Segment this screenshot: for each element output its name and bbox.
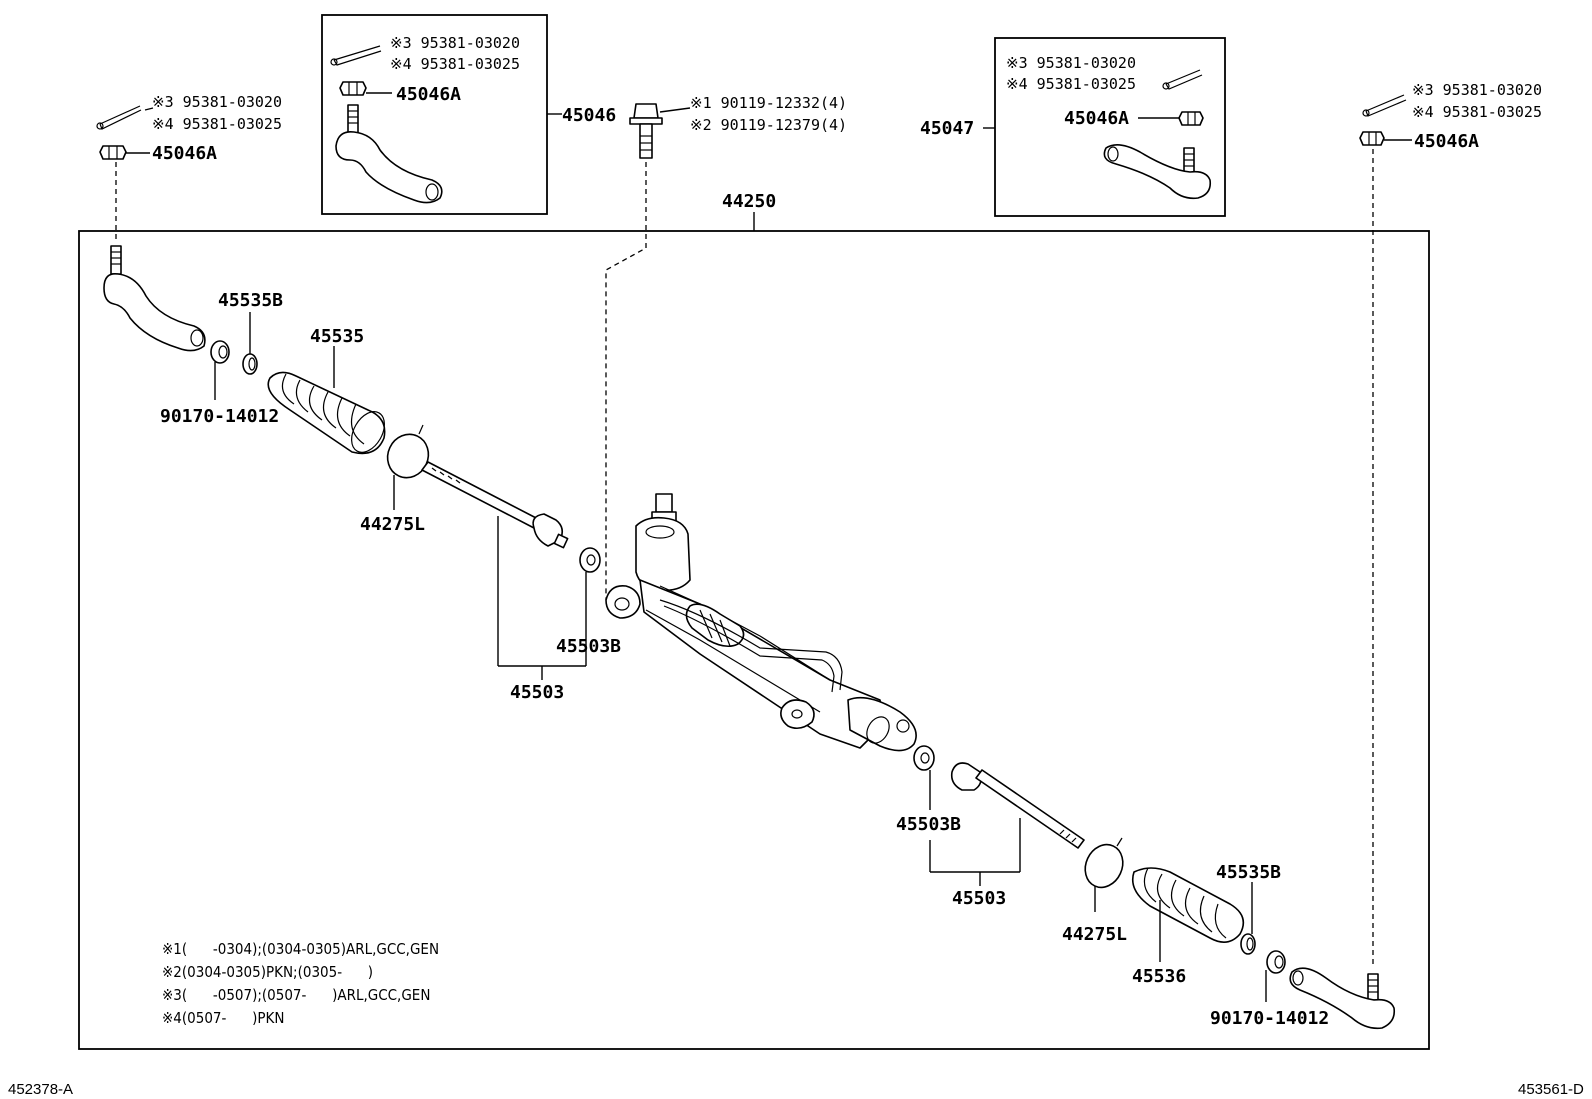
label-44275L-left: 44275L [360,514,425,535]
box1-tie-rod-end-icon [335,104,443,204]
label-45046A-right: 45046A [1414,131,1479,152]
footer-ref-left: 452378-A [8,1081,73,1098]
left-pin-part-4: ※4 95381-03025 [152,115,282,133]
label-45046A-box1: 45046A [396,84,461,105]
label-45535B-left: 45535B [218,290,283,311]
left-tie-rod-end-icon [103,245,206,352]
left-band-icon [386,424,430,479]
label-45535B-right: 45535B [1216,862,1281,883]
box1-pin-part-3: ※3 95381-03020 [390,34,520,52]
label-44275L-right: 44275L [1062,924,1127,945]
label-45503B-right: 45503B [896,814,961,835]
bolt-icon [629,103,663,159]
left-boot-icon [267,371,386,455]
left-washer-icon [210,340,230,364]
box2-tie-rod-end-icon [1103,144,1212,200]
left-inner-rod-icon [421,461,569,549]
label-90170-right: 90170-14012 [1210,1008,1329,1029]
note-1: ※1( -0304);(0304-0305)ARL,GCC,GEN [162,940,439,958]
left-cotter-pin-icon [96,105,142,130]
label-44250: 44250 [722,191,776,212]
note-2: ※2(0304-0305)PKN;(0305- ) [162,963,373,981]
right-inner-rod-icon [950,762,1085,849]
footer-ref-right: 453561-D [1518,1081,1584,1098]
bolt-part-1: ※1 90119-12332(4) [690,94,847,112]
box2-pin-part-4: ※4 95381-03025 [1006,75,1136,93]
note-4: ※4(0507- )PKN [162,1009,284,1027]
right-claw-washer-icon [913,745,935,771]
note-3: ※3( -0507);(0507- )ARL,GCC,GEN [162,986,430,1004]
right-washer-icon [1266,950,1286,974]
box1-pin-part-4: ※4 95381-03025 [390,55,520,73]
box-45047 [994,37,1226,217]
left-clip-icon [242,353,258,375]
label-45503B-left: 45503B [556,636,621,657]
left-nut-icon [99,145,127,160]
label-45046A-left: 45046A [152,143,217,164]
steering-gear-housing-icon [605,493,917,752]
label-45535: 45535 [310,326,364,347]
left-claw-washer-icon [579,547,601,573]
label-45046: 45046 [562,105,616,126]
box2-nut-icon [1178,111,1204,126]
right-band-icon [1084,837,1124,889]
box1-cotter-pin-icon [330,45,382,66]
right-cotter-pin-icon [1362,94,1407,117]
right-pin-part-3: ※3 95381-03020 [1412,81,1542,99]
label-90170-left: 90170-14012 [160,406,279,427]
label-45503-left: 45503 [510,682,564,703]
right-nut-icon [1359,131,1385,146]
right-clip-icon [1240,933,1256,955]
right-tie-rod-end-icon [1289,967,1396,1030]
label-45046A-box2: 45046A [1064,108,1129,129]
bolt-part-2: ※2 90119-12379(4) [690,116,847,134]
label-45503-right: 45503 [952,888,1006,909]
box2-cotter-pin-icon [1162,69,1203,90]
box1-nut-icon [339,81,367,96]
box2-pin-part-3: ※3 95381-03020 [1006,54,1136,72]
left-pin-part-3: ※3 95381-03020 [152,93,282,111]
label-45047: 45047 [920,118,974,139]
right-pin-part-4: ※4 95381-03025 [1412,103,1542,121]
right-boot-icon [1131,867,1245,943]
label-45536: 45536 [1132,966,1186,987]
